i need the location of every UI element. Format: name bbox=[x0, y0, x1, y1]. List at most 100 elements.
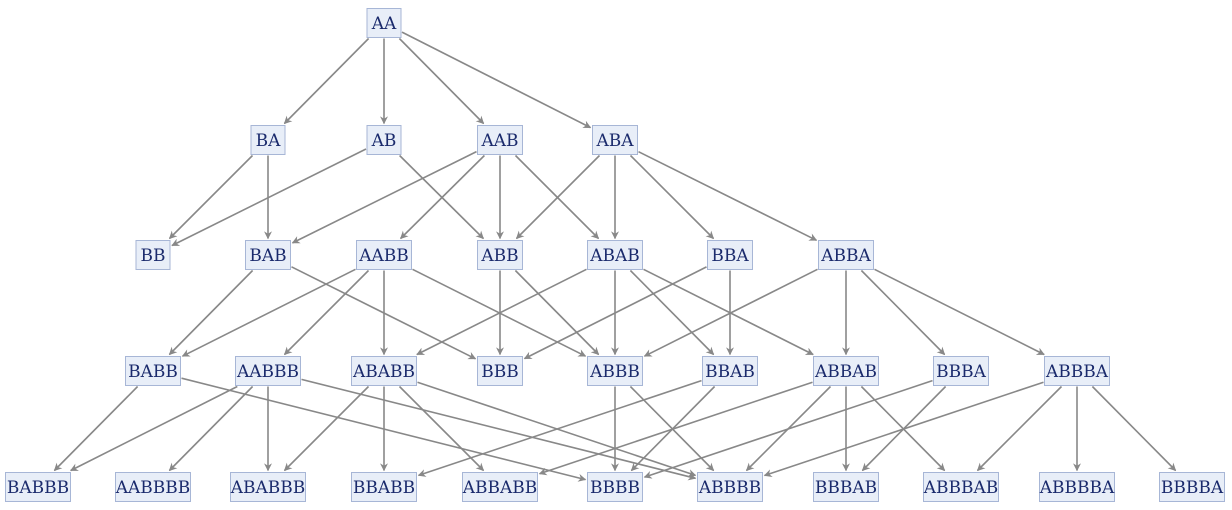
node-box bbox=[366, 125, 402, 155]
edge-AABBB-to-BABBB bbox=[69, 385, 238, 472]
node-BAB: BAB bbox=[245, 240, 291, 270]
node-label: BABB bbox=[128, 362, 178, 382]
edges-layer bbox=[53, 31, 1177, 482]
node-AABB: AABB bbox=[356, 240, 412, 270]
node-box bbox=[356, 240, 412, 270]
edge-ABBA-to-BBBA bbox=[860, 269, 946, 356]
edge-ABABB-to-ABABBB bbox=[283, 385, 370, 472]
node-box bbox=[245, 240, 291, 270]
edge-ABA-to-BBA bbox=[629, 154, 715, 240]
node-box bbox=[923, 472, 999, 502]
edge-AAB-to-BAB bbox=[291, 150, 477, 244]
node-label: BBA bbox=[711, 246, 749, 266]
node-BBBBA: BBBBA bbox=[1159, 472, 1225, 502]
node-AABBBB: AABBBB bbox=[115, 472, 191, 502]
edge-ABA-to-ABB bbox=[515, 154, 601, 240]
node-label: BBBA bbox=[936, 362, 986, 382]
edge-ABBBA-to-ABBBB bbox=[763, 381, 1044, 478]
node-box bbox=[351, 472, 417, 502]
node-ABBA: ABBA bbox=[818, 240, 874, 270]
node-box bbox=[125, 356, 181, 386]
edge-ABAB-to-ABABB bbox=[416, 268, 587, 356]
edge-ABA-to-ABBA bbox=[638, 150, 818, 242]
edge-ABABB-to-ABBABB bbox=[398, 385, 485, 472]
edge-AA-to-ABA bbox=[401, 31, 592, 129]
node-box bbox=[366, 8, 402, 38]
node-box bbox=[697, 472, 763, 502]
node-box bbox=[1159, 472, 1225, 502]
node-BBA: BBA bbox=[707, 240, 753, 270]
node-BBAB: BBAB bbox=[702, 356, 758, 386]
edge-AA-to-AAB bbox=[398, 37, 485, 125]
node-box bbox=[477, 356, 523, 386]
node-box bbox=[5, 472, 71, 502]
edge-AABBB-to-ABBBB bbox=[301, 378, 697, 481]
edge-ABBBA-to-BBBBA bbox=[1091, 385, 1177, 472]
node-BBB: BBB bbox=[477, 356, 523, 386]
node-label: ABBBBA bbox=[1039, 478, 1115, 498]
node-BABB: BABB bbox=[125, 356, 181, 386]
node-BBBB: BBBB bbox=[587, 472, 643, 502]
node-ABBBA: ABBBA bbox=[1044, 356, 1110, 386]
node-label: ABABBB bbox=[230, 478, 306, 498]
node-ABBB: ABBB bbox=[587, 356, 643, 386]
node-box bbox=[115, 472, 191, 502]
edge-AAB-to-AABB bbox=[400, 154, 485, 240]
node-box bbox=[477, 240, 523, 270]
node-box bbox=[813, 472, 879, 502]
node-BBBA: BBBA bbox=[933, 356, 989, 386]
node-box bbox=[477, 125, 523, 155]
edge-BA-to-BB bbox=[168, 154, 254, 240]
node-box bbox=[1039, 472, 1115, 502]
node-box bbox=[1044, 356, 1110, 386]
node-label: ABA bbox=[595, 131, 634, 151]
node-label: AABB bbox=[358, 246, 409, 266]
node-BA: BA bbox=[250, 125, 286, 155]
edge-AA-to-BA bbox=[283, 37, 370, 125]
node-ABABB: ABABB bbox=[351, 356, 417, 386]
node-label: AAB bbox=[480, 131, 518, 151]
edge-ABAB-to-BBAB bbox=[629, 269, 715, 356]
edge-ABB-to-ABBB bbox=[514, 269, 600, 356]
edge-BBBA-to-BBBB bbox=[643, 379, 933, 479]
node-label: ABABB bbox=[352, 362, 415, 382]
node-label: AB bbox=[371, 131, 397, 151]
node-ABB: ABB bbox=[477, 240, 523, 270]
node-ABBBB: ABBBB bbox=[697, 472, 763, 502]
edge-AABB-to-BABB bbox=[181, 268, 356, 357]
edge-AABBB-to-AABBBB bbox=[168, 385, 254, 472]
node-ABBBAB: ABBBAB bbox=[923, 472, 999, 502]
node-label: AA bbox=[371, 14, 397, 34]
node-label: AABBBB bbox=[115, 478, 191, 498]
node-box bbox=[135, 240, 171, 270]
node-AABBB: AABBB bbox=[235, 356, 301, 386]
node-box bbox=[462, 472, 538, 502]
node-label: ABBA bbox=[820, 246, 871, 266]
node-box bbox=[235, 356, 301, 386]
edge-ABAB-to-ABBAB bbox=[643, 268, 814, 356]
node-box bbox=[707, 240, 753, 270]
node-ABAB: ABAB bbox=[587, 240, 643, 270]
edge-AABB-to-AABBB bbox=[283, 269, 370, 356]
node-box bbox=[933, 356, 989, 386]
edge-BBA-to-BBB bbox=[523, 266, 707, 360]
node-box bbox=[230, 472, 306, 502]
node-AA: AA bbox=[366, 8, 402, 38]
node-AAB: AAB bbox=[477, 125, 523, 155]
node-label: ABAB bbox=[589, 246, 640, 266]
node-box bbox=[592, 125, 638, 155]
node-label: ABBABB bbox=[462, 478, 538, 498]
node-label: BBBAB bbox=[815, 478, 877, 498]
node-label: BBABB bbox=[353, 478, 415, 498]
node-box bbox=[587, 240, 643, 270]
node-label: BBBB bbox=[590, 478, 640, 498]
edge-ABBA-to-ABBBA bbox=[874, 268, 1045, 356]
node-label: BBBBA bbox=[1161, 478, 1224, 498]
node-AB: AB bbox=[366, 125, 402, 155]
node-box bbox=[587, 356, 643, 386]
node-label: BAB bbox=[249, 246, 286, 266]
edge-ABBBA-to-ABBBAB bbox=[976, 385, 1063, 472]
node-label: ABB bbox=[480, 246, 518, 266]
